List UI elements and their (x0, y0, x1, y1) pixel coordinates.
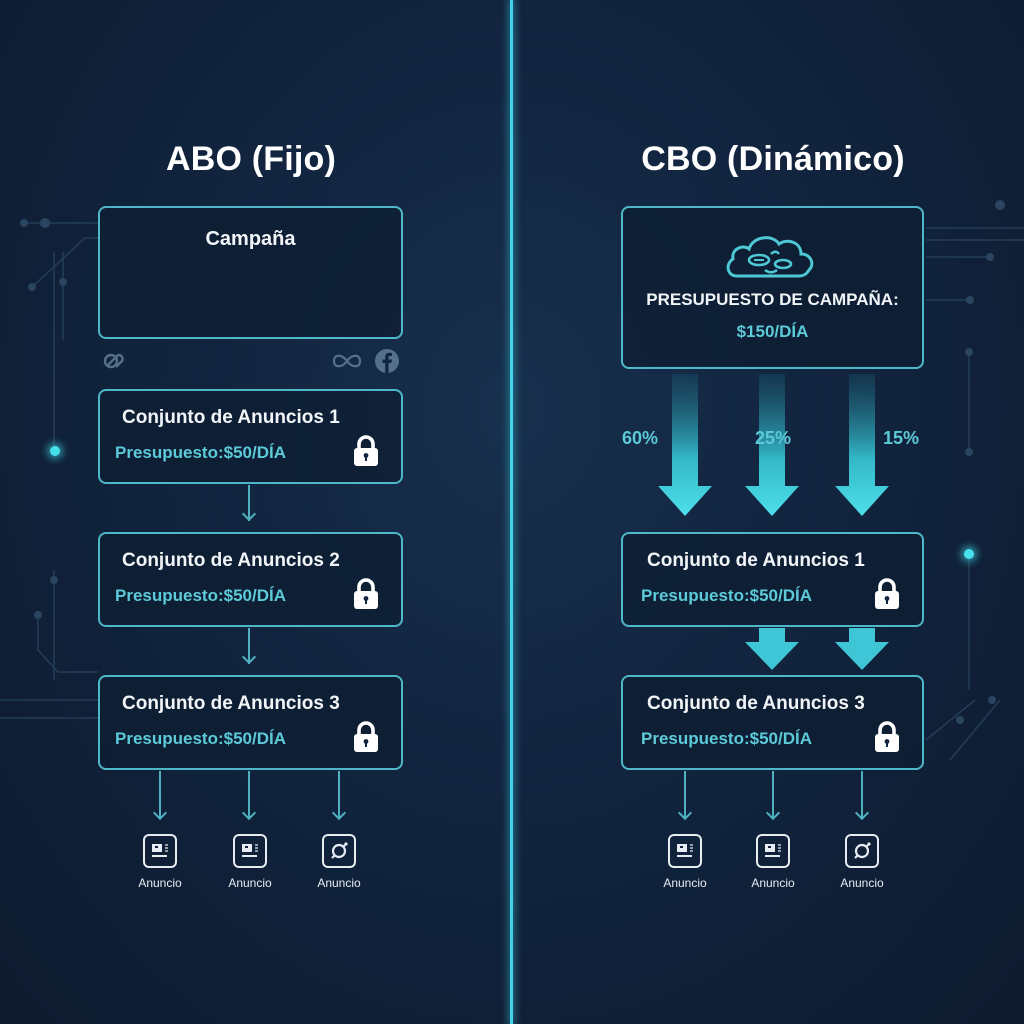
abo-adset-3[interactable]: Conjunto de Anuncios 3 Presupuesto:$50/D… (98, 675, 403, 770)
abo-adset-2[interactable]: Conjunto de Anuncios 2 Presupuesto:$50/D… (98, 532, 403, 627)
ad-label: Anuncio (317, 876, 361, 890)
glow-dot-left (50, 446, 60, 456)
ad-card-icon (233, 834, 267, 868)
center-divider (510, 0, 513, 1024)
connector-line (159, 771, 161, 819)
connector-line (861, 771, 863, 819)
ad-label: Anuncio (138, 876, 182, 890)
arrow-down-icon (241, 649, 257, 665)
arrow-down-icon (765, 805, 781, 821)
arrow-down-icon (241, 506, 257, 522)
cbo-adset-3[interactable]: Conjunto de Anuncios 3 Presupuesto:$50/D… (621, 675, 924, 770)
abo-adset-1[interactable]: Conjunto de Anuncios 1 Presupuesto:$50/D… (98, 389, 403, 484)
connector-line (248, 628, 250, 664)
arrow-down-icon (745, 628, 799, 670)
ad-label: Anuncio (751, 876, 795, 890)
arrow-down-icon (677, 805, 693, 821)
cbo-ad-3[interactable]: Anuncio (827, 834, 897, 890)
adset-title: Conjunto de Anuncios 3 (122, 693, 340, 714)
arrow-down-icon (835, 374, 889, 516)
facebook-icon (375, 349, 399, 373)
ad-label: Anuncio (840, 876, 884, 890)
distribution-percent-2: 25% (755, 428, 792, 448)
arrow-down-icon (854, 805, 870, 821)
abo-title: ABO (Fijo) (165, 140, 337, 178)
cbo-title: CBO (Dinámico) (641, 140, 905, 178)
adset-title: Conjunto de Anuncios 1 (122, 407, 340, 428)
orbit-icon (322, 834, 356, 868)
lock-icon (875, 578, 899, 609)
cbo-ad-2[interactable]: Anuncio (738, 834, 808, 890)
abo-ad-1[interactable]: Anuncio (125, 834, 195, 890)
adset-title: Conjunto de Anuncios 1 (647, 550, 865, 571)
adset-title: Conjunto de Anuncios 3 (647, 693, 865, 714)
infinity-icon (332, 354, 362, 368)
distribution-percent-1: 60% (622, 428, 659, 448)
ad-card-icon (756, 834, 790, 868)
distribution-percent-3: 15% (883, 428, 920, 448)
orbit-icon (845, 834, 879, 868)
adset-budget: Presupuesto:$50/DÍA (115, 729, 286, 748)
glow-dot-right (964, 549, 974, 559)
arrow-down-icon (835, 628, 889, 670)
arrow-down-icon (331, 805, 347, 821)
adset-budget: Presupuesto:$50/DÍA (641, 586, 812, 605)
abo-campaign-label: Campaña (205, 228, 296, 250)
adset-title: Conjunto de Anuncios 2 (122, 550, 340, 571)
arrow-down-icon (152, 805, 168, 821)
lock-icon (875, 721, 899, 752)
cloud-coins-icon (726, 236, 814, 278)
adset-budget: Presupuesto:$50/DÍA (115, 586, 286, 605)
connector-line (248, 485, 250, 521)
arrow-down-icon (658, 374, 712, 516)
link-icon (103, 353, 124, 369)
abo-ad-3[interactable]: Anuncio (304, 834, 374, 890)
cbo-adset-1[interactable]: Conjunto de Anuncios 1 Presupuesto:$50/D… (621, 532, 924, 627)
ad-card-icon (143, 834, 177, 868)
connector-line (684, 771, 686, 819)
ad-label: Anuncio (663, 876, 707, 890)
abo-campaign-box[interactable]: Campaña (98, 206, 403, 339)
connector-line (338, 771, 340, 819)
lock-icon (354, 578, 378, 609)
cbo-campaign-box[interactable]: PRESUPUESTO DE CAMPAÑA: $150/DÍA (621, 206, 924, 369)
adset-budget: Presupuesto:$50/DÍA (641, 729, 812, 748)
ad-label: Anuncio (228, 876, 272, 890)
cbo-ad-1[interactable]: Anuncio (650, 834, 720, 890)
lock-icon (354, 435, 378, 466)
campaign-budget-label: PRESUPUESTO DE CAMPAÑA: (646, 290, 899, 309)
campaign-budget-value: $150/DÍA (736, 322, 809, 341)
abo-ad-2[interactable]: Anuncio (215, 834, 285, 890)
connector-line (772, 771, 774, 819)
arrow-down-icon (745, 374, 799, 516)
connector-line (248, 771, 250, 819)
arrow-down-icon (241, 805, 257, 821)
ad-card-icon (668, 834, 702, 868)
lock-icon (354, 721, 378, 752)
adset-budget: Presupuesto:$50/DÍA (115, 443, 286, 462)
